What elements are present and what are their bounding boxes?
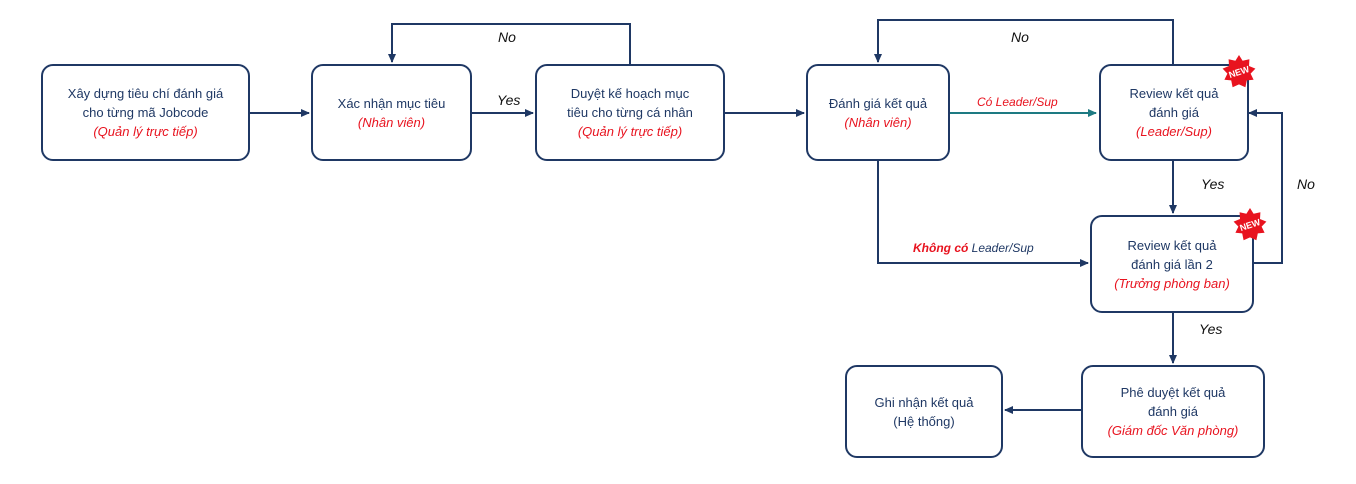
node-director-approval: Phê duyệt kết quả đánh giá (Giám đốc Văn… — [1081, 365, 1265, 458]
node-evaluate-results: Đánh giá kết quả (Nhân viên) — [806, 64, 950, 161]
new-badge-icon: NEW — [1233, 208, 1267, 241]
node-confirm-goals: Xác nhận mục tiêu (Nhân viên) — [311, 64, 472, 161]
label-no-1: No — [498, 29, 516, 45]
label-yes-2: Yes — [1201, 176, 1225, 192]
arrow-n4-n6-none — [877, 161, 1089, 267]
node-review-department-head: Review kết quả đánh giá lần 2 (Trưởng ph… — [1090, 215, 1254, 313]
node-build-criteria: Xây dựng tiêu chí đánh giá cho từng mã J… — [41, 64, 250, 161]
label-yes-3: Yes — [1199, 321, 1223, 337]
arrow-n6-n5-no — [1248, 109, 1283, 264]
label-no-3: No — [1297, 176, 1315, 192]
new-badge-icon: NEW — [1222, 55, 1256, 88]
label-khong-co: Không có — [913, 241, 969, 255]
node-record-results: Ghi nhận kết quả (Hệ thống) — [845, 365, 1003, 458]
arrow-n5-n4-no — [874, 19, 1174, 64]
arrow-n3-n2-no — [388, 23, 631, 64]
node-approve-plan: Duyệt kế hoạch mục tiêu cho từng cá nhân… — [535, 64, 725, 161]
label-co-leader: Có Leader/Sup — [977, 95, 1058, 109]
node-review-leader: Review kết quả đánh giá (Leader/Sup) — [1099, 64, 1249, 161]
label-yes-1: Yes — [497, 92, 521, 108]
label-khong-co-rest: Leader/Sup — [968, 241, 1034, 255]
label-no-2: No — [1011, 29, 1029, 45]
label-khong-co-leader: Không có Leader/Sup — [913, 241, 1034, 255]
